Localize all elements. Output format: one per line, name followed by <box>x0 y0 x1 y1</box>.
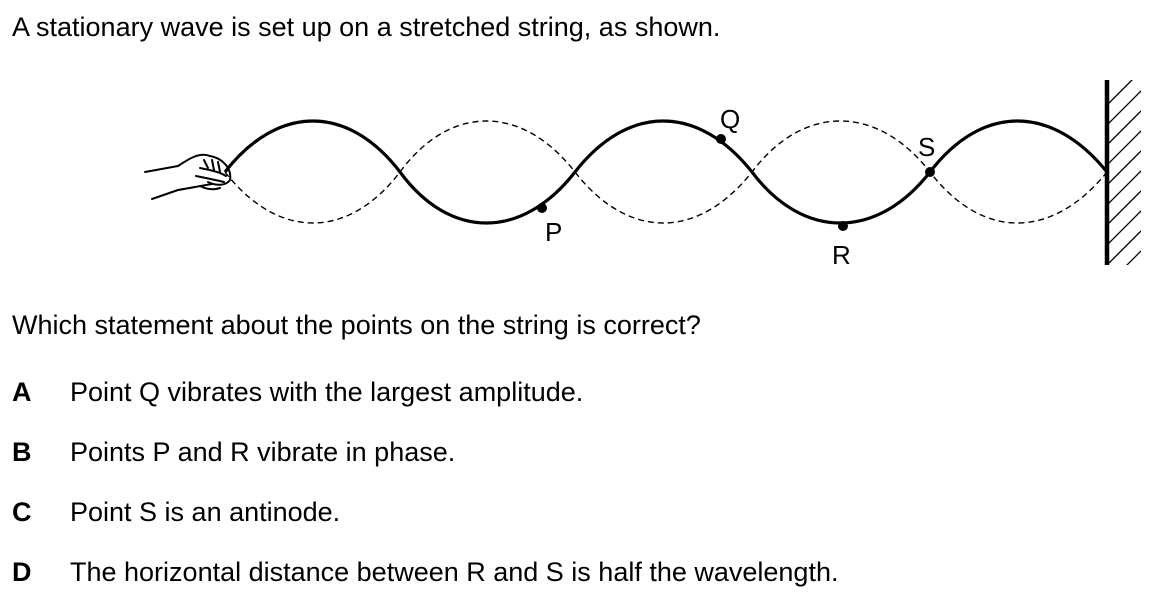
point-r-marker <box>838 221 848 231</box>
option-text: Points P and R vibrate in phase. <box>70 437 456 467</box>
hand-icon <box>144 153 232 200</box>
point-p-label: P <box>545 217 562 247</box>
point-s-label: S <box>918 132 935 162</box>
option-letter: D <box>12 557 32 587</box>
stationary-wave-diagram: P Q R S <box>144 80 1141 270</box>
string-wave <box>223 119 1109 225</box>
question-intro: A stationary wave is set up on a stretch… <box>12 12 721 42</box>
option-letter: A <box>12 377 32 407</box>
wave-envelope-dashed <box>224 120 1108 224</box>
point-q-marker <box>716 134 726 144</box>
point-p-marker <box>537 203 547 213</box>
option-text: Point S is an antinode. <box>70 497 341 527</box>
point-q-label: Q <box>720 104 740 134</box>
point-r-label: R <box>832 240 851 270</box>
wall-hatching <box>1107 80 1141 265</box>
option-letter: C <box>12 497 32 527</box>
point-s-marker <box>925 167 935 177</box>
option-text: The horizontal distance between R and S … <box>70 557 839 587</box>
option-text: Point Q vibrates with the largest amplit… <box>70 377 584 407</box>
question-stem: Which statement about the points on the … <box>12 310 701 340</box>
option-letter: B <box>12 437 32 467</box>
